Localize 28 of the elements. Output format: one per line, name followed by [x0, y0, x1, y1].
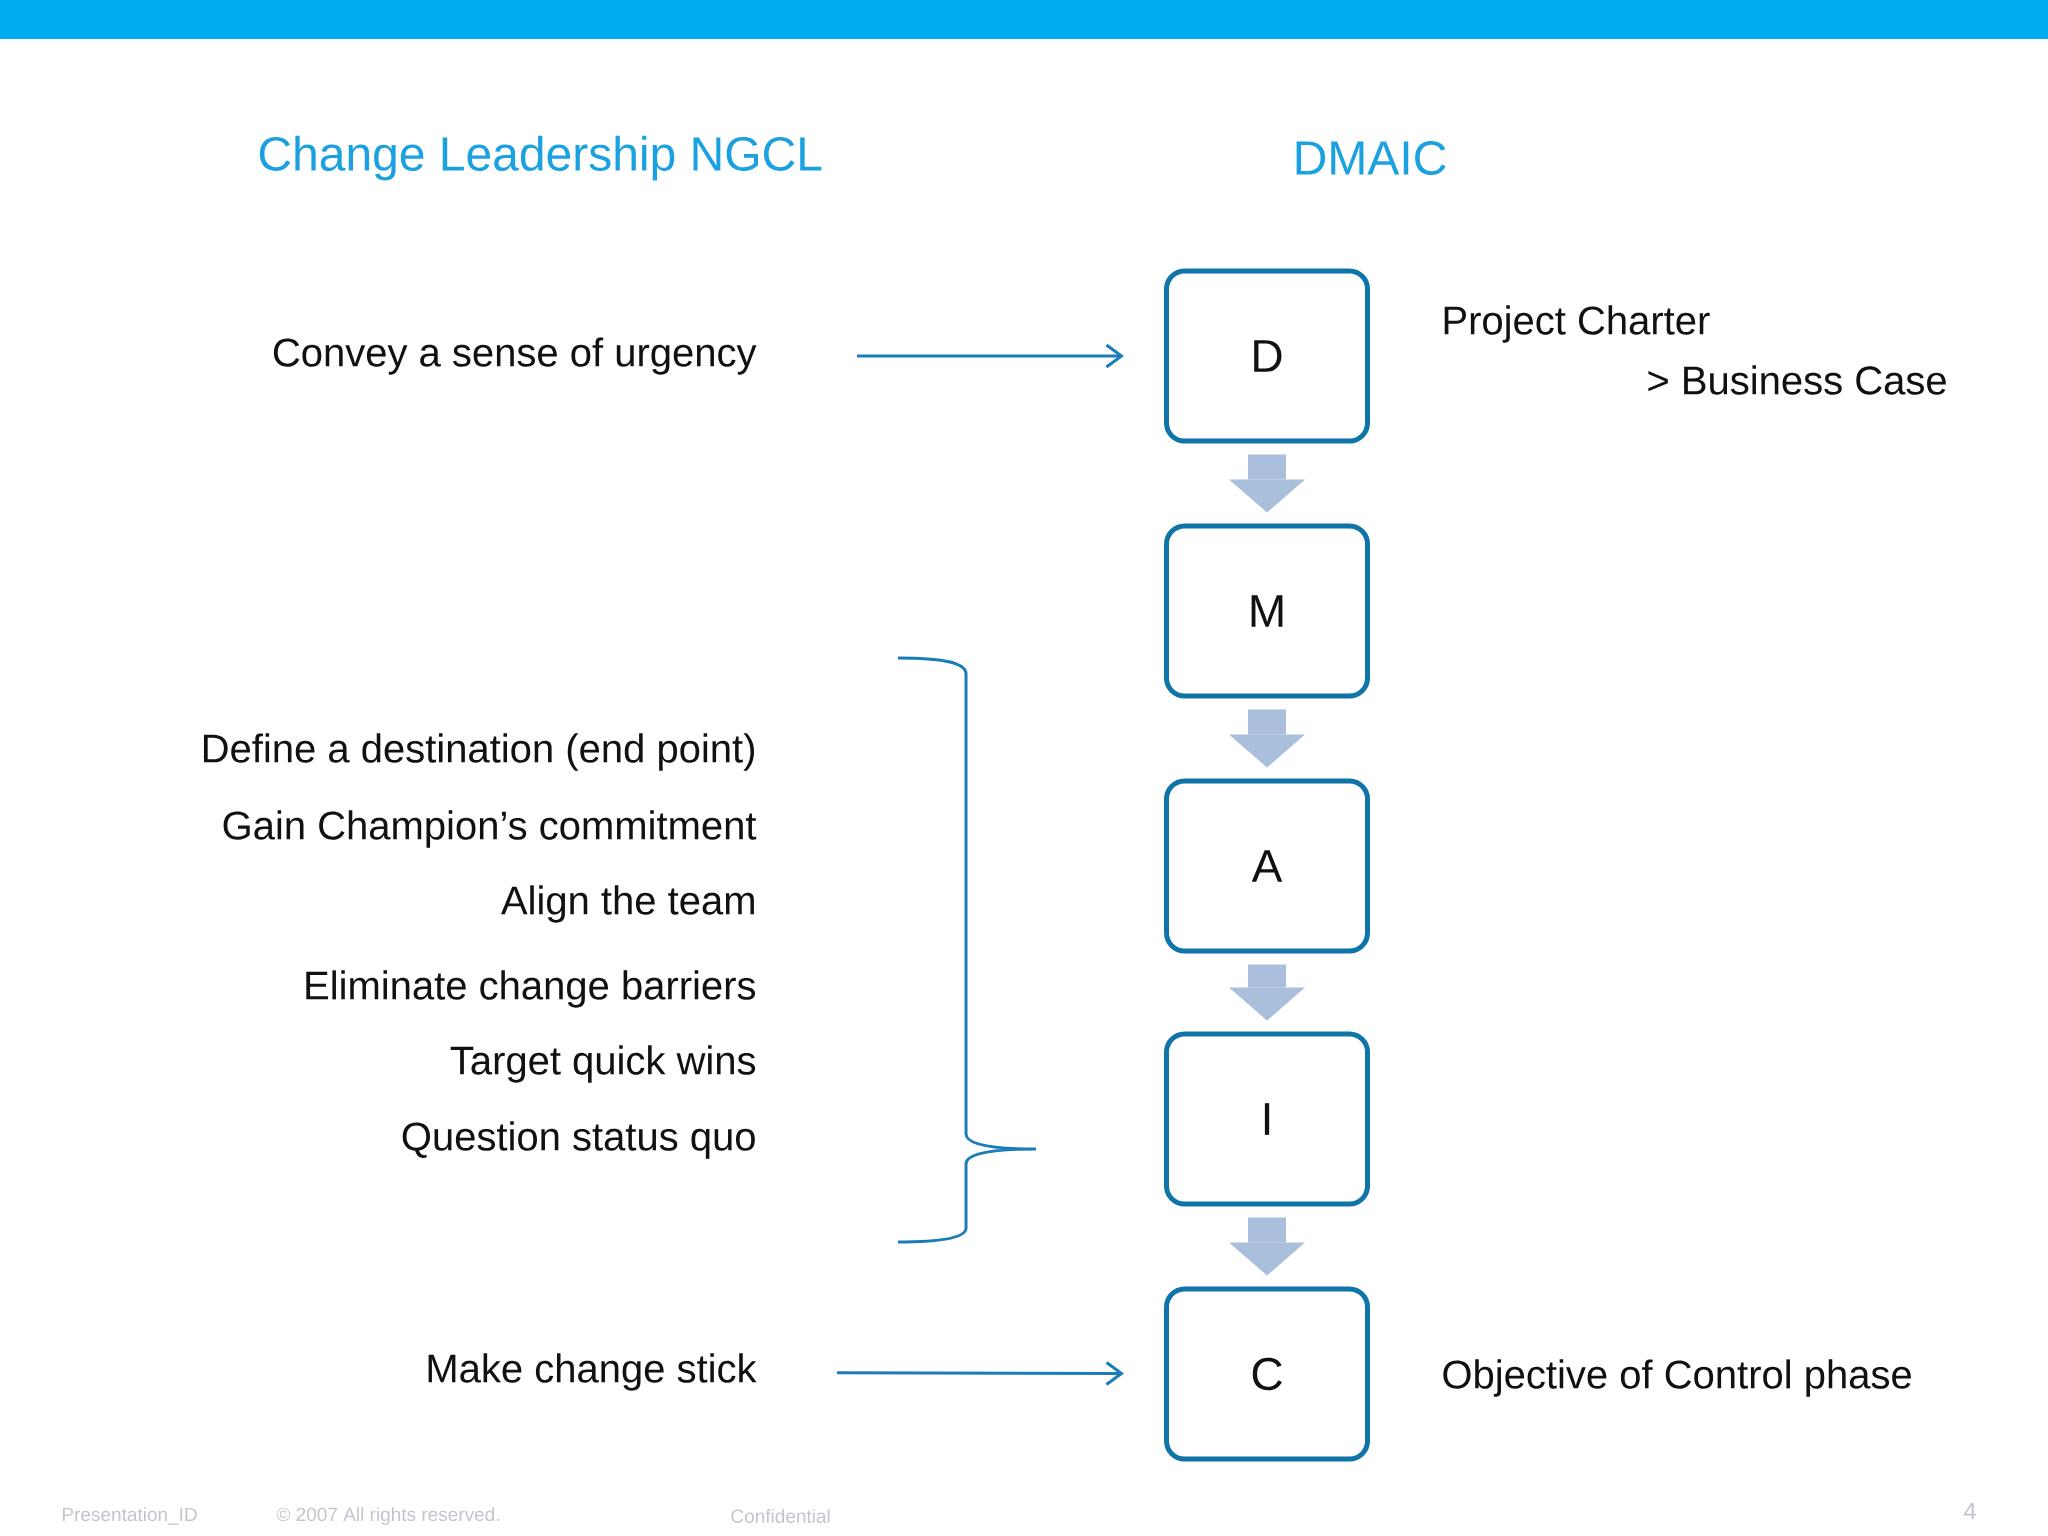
footer-text: © 2007 All rights reserved.: [276, 1507, 499, 1525]
list-item: Question status quo: [402, 1121, 755, 1159]
note-text: > Business Case: [1648, 365, 1946, 395]
item-text: Make change stick: [428, 1353, 757, 1391]
footer-text: Presentation_ID: [62, 1507, 197, 1525]
note-text: Objective of Control phase: [1443, 1359, 1911, 1397]
footer-text: Confidential: [731, 1509, 830, 1523]
list-item: Gain Champion’s commitment: [223, 810, 757, 848]
block-arrow: [1229, 454, 1305, 513]
column-heading: DMAIC: [1296, 141, 1446, 175]
step-box: D: [1164, 268, 1370, 444]
note-text: Project Charter: [1444, 305, 1710, 343]
list-item: Define a destination (end point): [203, 733, 754, 771]
list-item: Target quick wins: [450, 1045, 756, 1083]
block-arrow: [1229, 1217, 1305, 1276]
block-arrow: [1229, 709, 1305, 768]
column-heading: Change Leadership NGCL: [259, 135, 822, 181]
arrow: [837, 1361, 1124, 1386]
page-number: 4: [1963, 1502, 1976, 1520]
item-text: Convey a sense of urgency: [273, 337, 757, 375]
block-arrow: [1229, 964, 1305, 1021]
list-item: Eliminate change barriers: [306, 970, 756, 1008]
step-box: A: [1164, 778, 1370, 954]
arrow: [857, 343, 1124, 369]
step-box: C: [1164, 1286, 1370, 1462]
step-box: I: [1164, 1031, 1370, 1207]
step-box: M: [1164, 523, 1370, 699]
list-item: Align the team: [501, 885, 754, 923]
